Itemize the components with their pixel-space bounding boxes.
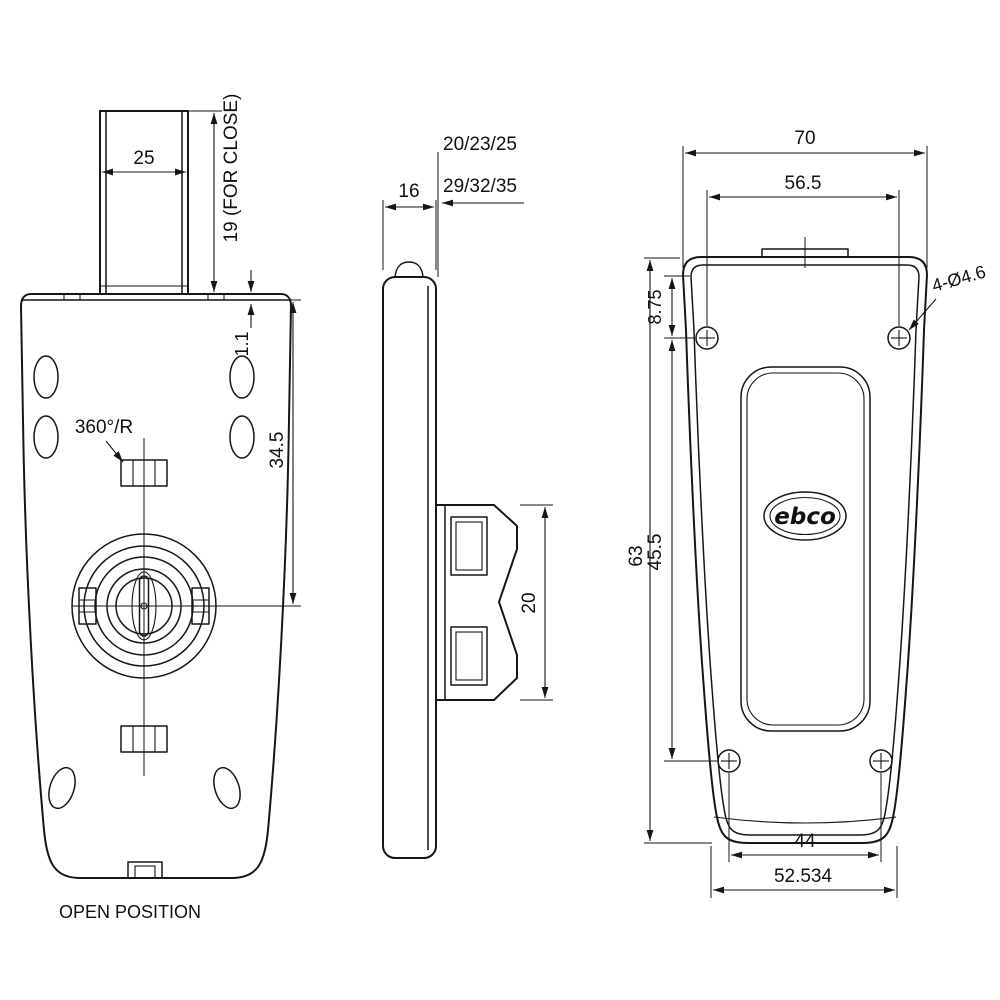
dim-flange-thickness: 1.1 — [232, 331, 252, 356]
side-clip — [435, 504, 518, 701]
top-notch-left — [63, 293, 81, 301]
top-notch-right — [207, 293, 225, 301]
front-caption: OPEN POSITION — [59, 902, 201, 922]
dim-grip-options-1: 20/23/25 — [443, 134, 517, 155]
dim-overall-height: 63 — [626, 545, 647, 566]
dim-hole-callout: 4-Ø4.6 — [930, 261, 988, 295]
dim-top-hole-offset: 8.75 — [645, 289, 665, 324]
screw-hole-bottom-right — [869, 749, 893, 773]
dim-clip-span: 20 — [519, 592, 540, 613]
dim-bottom-hole-span: 44 — [794, 831, 816, 852]
face-plate — [740, 366, 871, 732]
side-body — [382, 261, 437, 859]
oval-holes — [33, 355, 255, 810]
dim-bottom-width: 52.534 — [774, 866, 833, 887]
dim-overall-width: 70 — [794, 128, 815, 149]
front-view: 25 19 (FOR CLOSE) 1.1 34.5 360°/R OPEN P… — [20, 94, 301, 922]
label-rotation: 360°/R — [75, 417, 133, 438]
screw-hole-bottom-left — [717, 749, 741, 773]
brand-logo-text: ebco — [774, 504, 836, 530]
dim-cam-throw: 19 (FOR CLOSE) — [221, 94, 242, 243]
dim-body-depth: 16 — [398, 181, 419, 202]
face-body — [682, 237, 928, 844]
dim-hole-vertical-span: 45.5 — [645, 534, 666, 571]
brand-logo: ebco — [763, 491, 847, 541]
screw-hole-top-right — [887, 326, 911, 350]
dim-cam-width: 25 — [133, 148, 154, 169]
face-view: ebco — [626, 128, 988, 898]
bottom-inner-line — [713, 816, 897, 824]
dim-top-hole-span: 56.5 — [785, 173, 822, 194]
dim-center-height: 34.5 — [267, 432, 288, 469]
front-body-outline — [20, 293, 292, 879]
dim-grip-options-2: 29/32/35 — [443, 176, 517, 197]
side-view: 16 20/23/25 29/32/35 20 — [382, 134, 553, 859]
cylinder-bump — [394, 261, 424, 278]
side-dimensions: 16 20/23/25 29/32/35 20 — [382, 134, 553, 701]
screw-hole-top-left — [695, 326, 719, 350]
lock-cylinder — [71, 438, 301, 776]
bottom-tab — [127, 861, 163, 879]
screw-holes — [695, 326, 911, 773]
front-dimensions: 25 19 (FOR CLOSE) 1.1 34.5 360°/R — [75, 94, 301, 604]
cam-lever — [99, 110, 189, 295]
